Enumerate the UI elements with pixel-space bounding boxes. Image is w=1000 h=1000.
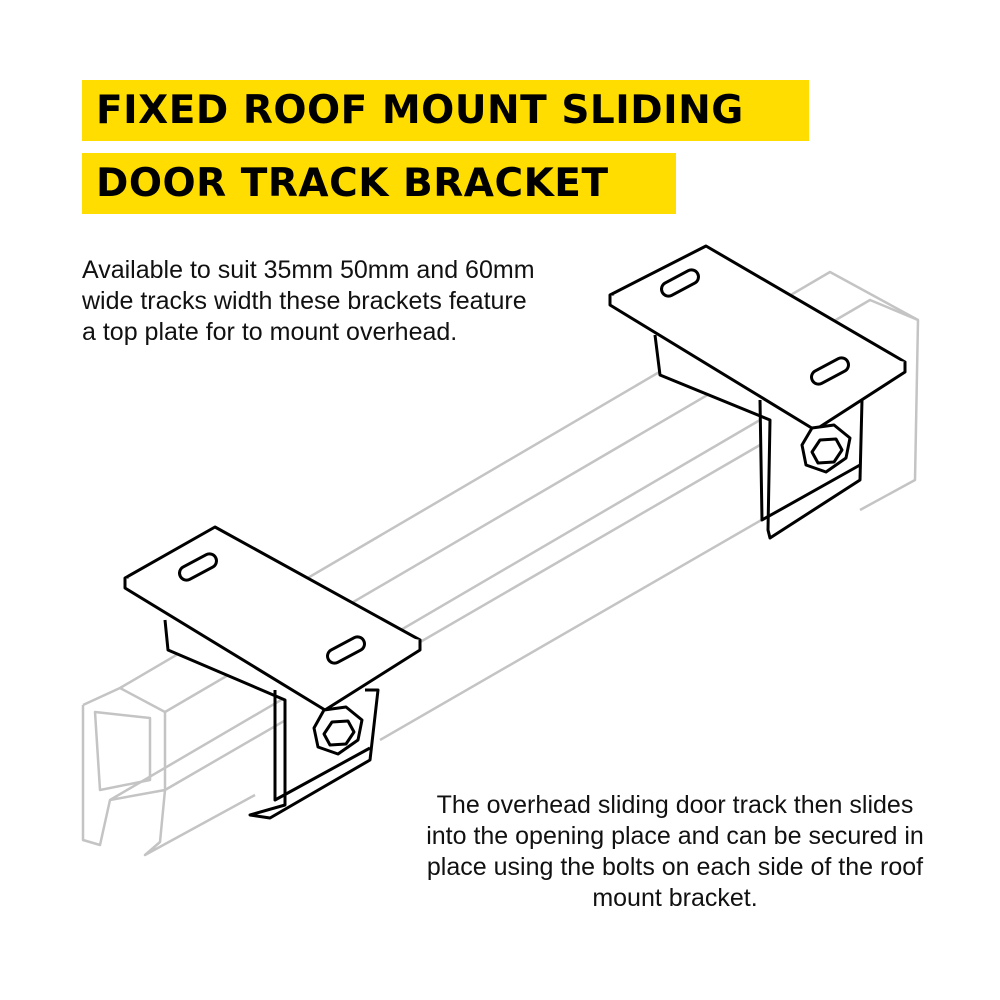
title-banner-line-2: DOOR TRACK BRACKET	[82, 153, 676, 214]
description-top: Available to suit 35mm 50mm and 60mm wid…	[82, 256, 535, 346]
bracket-right-icon	[608, 244, 907, 540]
bracket-left-icon	[123, 525, 422, 820]
title-banner-line-1: FIXED ROOF MOUNT SLIDING	[82, 80, 809, 141]
title-line-2: DOOR TRACK BRACKET	[96, 161, 609, 206]
track-icon	[81, 270, 920, 857]
bolt-icon	[312, 705, 364, 756]
description-bottom: The overhead sliding door track then sli…	[426, 791, 924, 912]
title-line-1: FIXED ROOF MOUNT SLIDING	[96, 88, 744, 133]
bolt-icon	[800, 423, 852, 474]
